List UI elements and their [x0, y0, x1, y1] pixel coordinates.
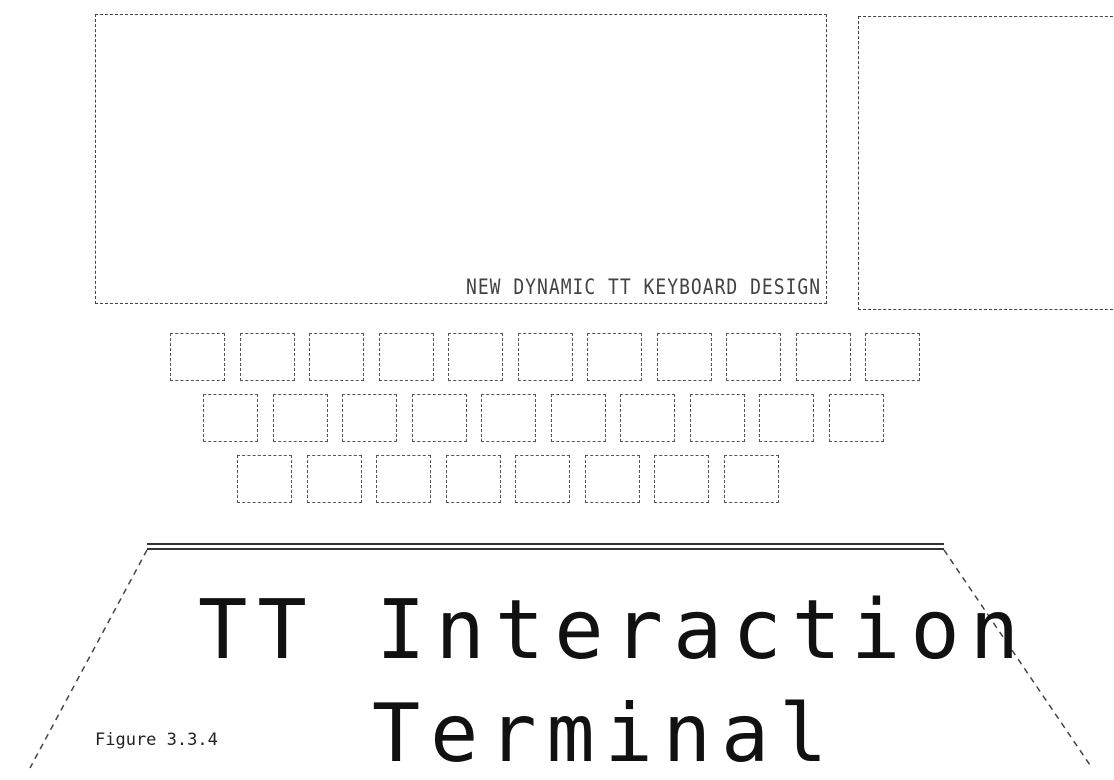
terminal-title-line2: Terminal [372, 687, 837, 780]
figure-label: Figure 3.3.4 [95, 730, 218, 750]
terminal-title-line1: TT Interaction [198, 583, 1029, 678]
